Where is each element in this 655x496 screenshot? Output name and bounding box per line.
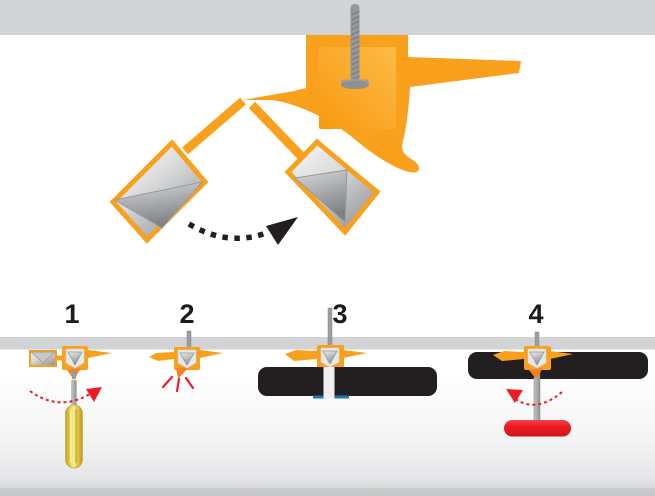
arrow-head (506, 389, 523, 403)
slot-gap (323, 367, 335, 399)
step-3-number: 3 (332, 299, 348, 329)
wall-panel (0, 337, 655, 350)
anchor-icon (149, 347, 223, 379)
dotted-rotation-arrow-icon (187, 217, 298, 245)
anchor-arm-left (285, 350, 317, 361)
step-1-figure (29, 346, 112, 469)
anchor-channel-wedge (529, 351, 545, 366)
anchor-channel-wedge (179, 352, 195, 366)
anchor-arm-left (149, 352, 174, 361)
anchor-tail (176, 367, 189, 379)
wing-fold (29, 351, 57, 364)
step-4-number: 4 (528, 299, 544, 329)
screw-threads (350, 9, 360, 79)
arrow-arc (187, 221, 267, 242)
snap-line (161, 375, 174, 389)
handle-shade (75, 409, 77, 463)
step-4-figure (468, 331, 648, 437)
snap-line (175, 377, 181, 393)
arrow-arc (513, 391, 563, 406)
hero-illustration (0, 0, 655, 245)
wing-strap (55, 355, 64, 361)
anchor-tail (529, 368, 543, 379)
anchor-arm-right (550, 351, 573, 359)
screw-stem (534, 331, 540, 349)
handle-highlight (70, 409, 72, 463)
anchor-arm-right (200, 350, 223, 358)
step-3-figure (258, 307, 437, 399)
step-1-number: 1 (64, 299, 80, 329)
anchor-icon (493, 346, 573, 379)
mounted-black-bar (258, 367, 437, 396)
wing-fold (113, 181, 204, 229)
machine-screw-icon (341, 4, 369, 89)
anchor-icon (62, 346, 112, 380)
arrow-head (266, 217, 298, 245)
step-2-figure (149, 330, 223, 393)
anchor-arm-right (88, 350, 112, 358)
ceiling-panel (0, 0, 655, 35)
wing-strap-left (182, 97, 246, 155)
anchor-channel-wedge (322, 350, 338, 365)
arrow-arc (29, 390, 91, 404)
screwdriver-icon (65, 380, 83, 469)
installation-steps (0, 307, 655, 496)
red-toggle-handle (504, 420, 571, 437)
counterclockwise-rotation-arrow-icon (506, 389, 563, 406)
toggle-wing-left-icon (109, 139, 209, 244)
screw-stem (186, 330, 192, 349)
anchor-arm-left (493, 351, 524, 361)
step-2-number: 2 (179, 299, 195, 329)
screw-stub (71, 369, 76, 379)
folded-wing-icon (29, 350, 57, 367)
wing-strap-right (248, 101, 305, 160)
arrow-head (86, 387, 102, 402)
snap-line (184, 376, 195, 390)
screwdriver-handle (65, 404, 83, 469)
toggle-wing-right-icon (284, 138, 381, 236)
snap-off-lines-icon (161, 375, 195, 393)
anchor-icon (285, 345, 367, 379)
wing-fold (293, 169, 348, 224)
clockwise-rotation-arrow-icon (29, 387, 102, 404)
anchor-channel-wedge (67, 351, 83, 366)
anchor-arm-right (343, 350, 367, 358)
screw-washer-base (341, 81, 369, 89)
